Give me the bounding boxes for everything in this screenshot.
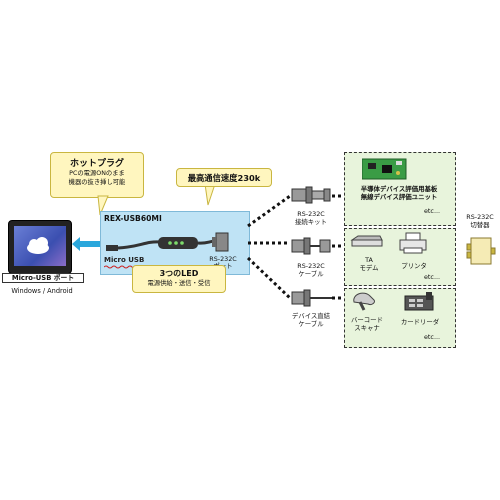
hotplug-callout: ホットプラグ PCの電源ONのまま 機器の抜き挿し可能	[50, 152, 144, 198]
db9-cable-icon-2	[291, 237, 331, 255]
connection-1-line2: 接続キット	[295, 218, 327, 226]
group-1-line2: 無線デバイス評価ユニット	[360, 193, 438, 201]
double-arrow-icon	[72, 237, 112, 251]
connection-2-label: RS-232C ケーブル	[286, 262, 336, 278]
group-3-item2: カードリーダ	[400, 318, 440, 326]
group-3-etc: etc...	[424, 333, 441, 341]
tablet-os-label: Windows / Android	[11, 287, 73, 295]
group-3-item1-line1: バーコード	[351, 316, 383, 324]
cloud-icon	[27, 237, 49, 254]
hotplug-line2: 機器の抜き挿し可能	[68, 179, 126, 186]
switcher-box-icon	[466, 237, 496, 265]
connection-1-label: RS-232C 接続キット	[286, 210, 336, 226]
led-detail: 電源供給・送信・受信	[147, 280, 211, 287]
group-2-item1: TA モデム	[352, 256, 386, 272]
product-model: REX-USB60MI	[104, 214, 162, 223]
switcher-label: RS-232C 切替器	[460, 213, 500, 229]
group-2-item1-line1: TA	[365, 256, 373, 264]
group-3-item1-line2: スキャナ	[354, 324, 380, 332]
usb-cable-graphic	[106, 232, 229, 252]
hotplug-pointer	[97, 195, 109, 216]
led-title: 3つのLED	[159, 269, 199, 278]
connection-3-line2: ケーブル	[298, 320, 324, 328]
db9-connector-icon-1	[291, 186, 331, 204]
micro-usb-label: Micro USB	[104, 256, 145, 264]
tablet-screen	[14, 226, 66, 266]
connection-2-line1: RS-232C	[297, 262, 325, 270]
group-1-etc: etc...	[424, 207, 441, 215]
led-callout: 3つのLED 電源供給・送信・受信	[132, 265, 226, 293]
connection-2-line2: ケーブル	[298, 270, 324, 278]
tablet-device	[8, 220, 72, 274]
rs232c-port-line1: RS-232C	[209, 255, 237, 263]
group-3-item1: バーコード スキャナ	[346, 316, 388, 332]
modem-icon	[350, 235, 383, 247]
connection-3-label: デバイス直結 ケーブル	[280, 312, 342, 328]
dotted-line-3	[246, 256, 292, 300]
barcode-scanner-icon	[353, 292, 375, 311]
dotted-line-1	[247, 194, 291, 228]
speed-callout: 最高通信速度230k	[176, 168, 272, 187]
group-2-etc: etc...	[424, 273, 441, 281]
hotplug-title: ホットプラグ	[69, 159, 124, 169]
group-2-item1-line2: モデム	[359, 264, 379, 272]
direct-cable-icon-3	[291, 289, 332, 307]
card-reader-icon	[404, 292, 434, 311]
printer-icon	[399, 232, 427, 254]
connection-1-line1: RS-232C	[297, 210, 325, 218]
group-1-line1: 半導体デバイス評価用基板	[360, 185, 438, 193]
switcher-line1: RS-232C	[466, 213, 494, 221]
speed-title: 最高通信速度230k	[187, 173, 261, 183]
switcher-line2: 切替器	[470, 221, 490, 229]
circuit-board-icon	[362, 158, 407, 180]
connection-3-line1: デバイス直結	[291, 312, 331, 320]
hotplug-line1: PCの電源ONのまま	[69, 170, 125, 177]
tablet-port-label: Micro-USB ポート	[2, 273, 84, 283]
group-2-item2: プリンタ	[401, 262, 427, 270]
device-group-1-text: 半導体デバイス評価用基板 無線デバイス評価ユニット	[346, 185, 452, 201]
